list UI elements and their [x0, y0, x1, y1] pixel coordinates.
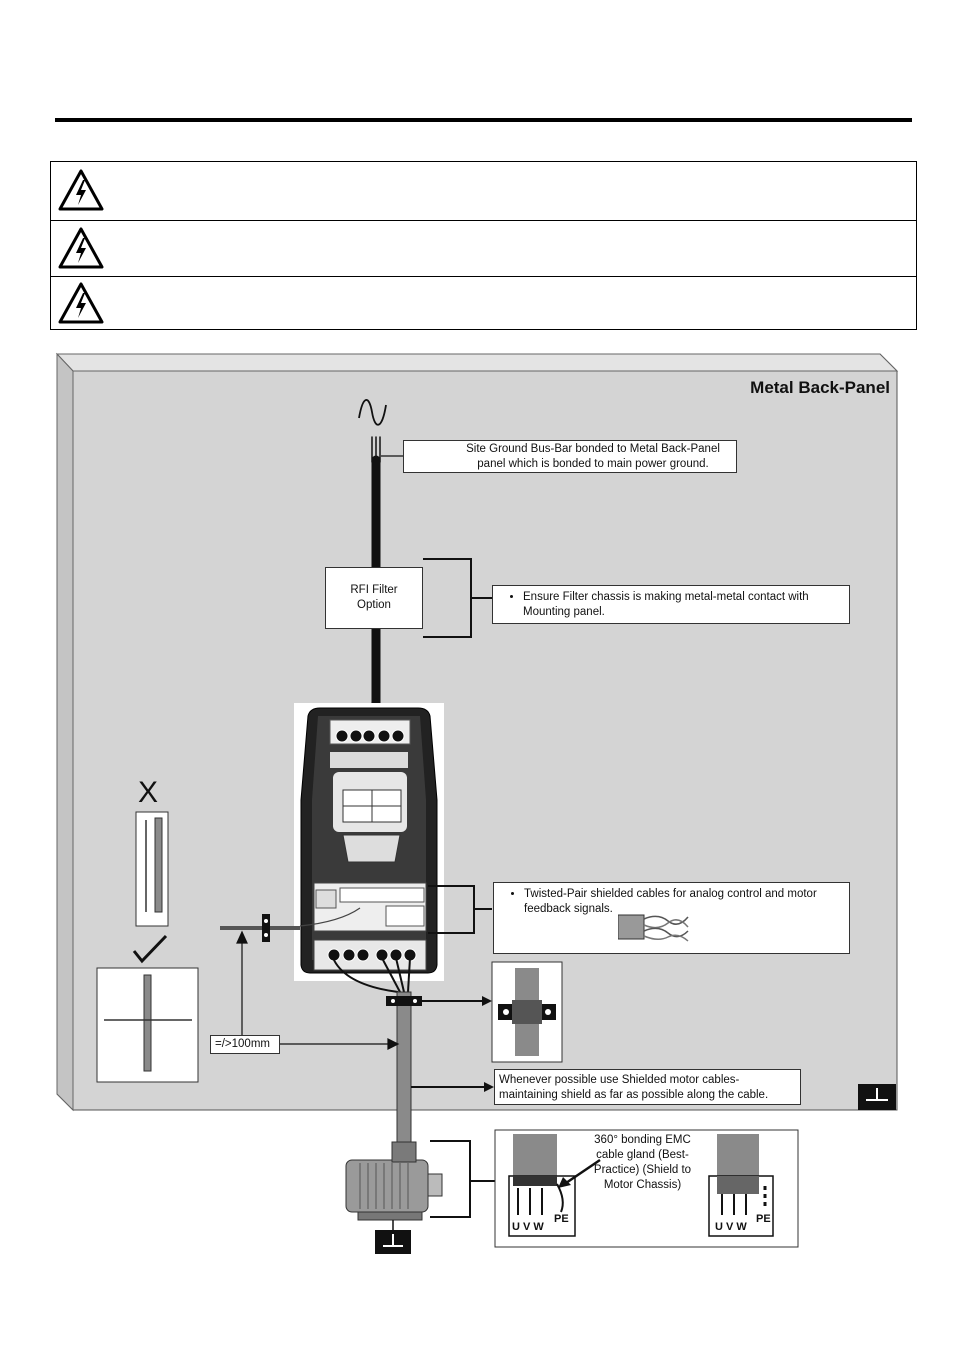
control-cable [220, 907, 361, 942]
shielded-motor-label: Whenever possible use Shielded motor cab… [494, 1069, 801, 1105]
twisted-pair-box: Twisted-Pair shielded cables for analog … [493, 882, 850, 954]
warning-row [51, 162, 916, 221]
pe-right-label: PE [756, 1213, 771, 1225]
clamp-arrow [422, 996, 492, 1006]
ground-busbar-label: Site Ground Bus-Bar bonded to Metal Back… [403, 440, 737, 473]
distance-label: =/>100mm [210, 1035, 280, 1054]
bonding-note-label: 360° bonding EMC cable gland (Best-Pract… [593, 1134, 692, 1191]
uvw-right-label: U V W [715, 1221, 747, 1233]
twisted-pair-cable-icon [618, 914, 689, 942]
pe-left-label: PE [554, 1213, 569, 1225]
warning-row [51, 221, 916, 277]
motor-cable [332, 957, 422, 1163]
filter-note-box: Ensure Filter chassis is making metal-me… [492, 585, 850, 624]
rfi-filter-box: RFI Filter Option [325, 567, 423, 629]
twisted-pair-bracket [428, 885, 492, 934]
check-mark-icon [132, 934, 168, 964]
high-voltage-warning-icon [58, 169, 104, 211]
twisted-pair-label: Twisted-Pair shielded cables for analog … [524, 887, 843, 917]
motor [345, 1141, 443, 1254]
shield-arrow [411, 1082, 494, 1092]
correct-routing-example [96, 967, 199, 1083]
panel-title: Metal Back-Panel [750, 378, 890, 397]
wrong-mark: X [138, 776, 159, 809]
distance-indicator [236, 930, 400, 1050]
panel-ground-icon [858, 1084, 896, 1110]
high-voltage-warning-icon [58, 282, 104, 324]
warning-row [51, 277, 916, 330]
motor-bracket [430, 1140, 495, 1218]
high-voltage-warning-icon [58, 227, 104, 269]
wrong-routing-example [135, 811, 169, 927]
warning-table [50, 161, 917, 330]
clamp-detail [491, 961, 563, 1063]
filter-bracket [423, 558, 492, 638]
header-rule [55, 118, 912, 122]
ac-supply-icon [358, 399, 387, 426]
filter-note-label: Ensure Filter chassis is making metal-me… [523, 590, 843, 620]
uvw-left-label: U V W [512, 1221, 544, 1233]
gland-detail [494, 1129, 799, 1248]
rfi-filter-label: RFI Filter Option [350, 584, 398, 611]
variable-speed-drive [294, 703, 444, 981]
